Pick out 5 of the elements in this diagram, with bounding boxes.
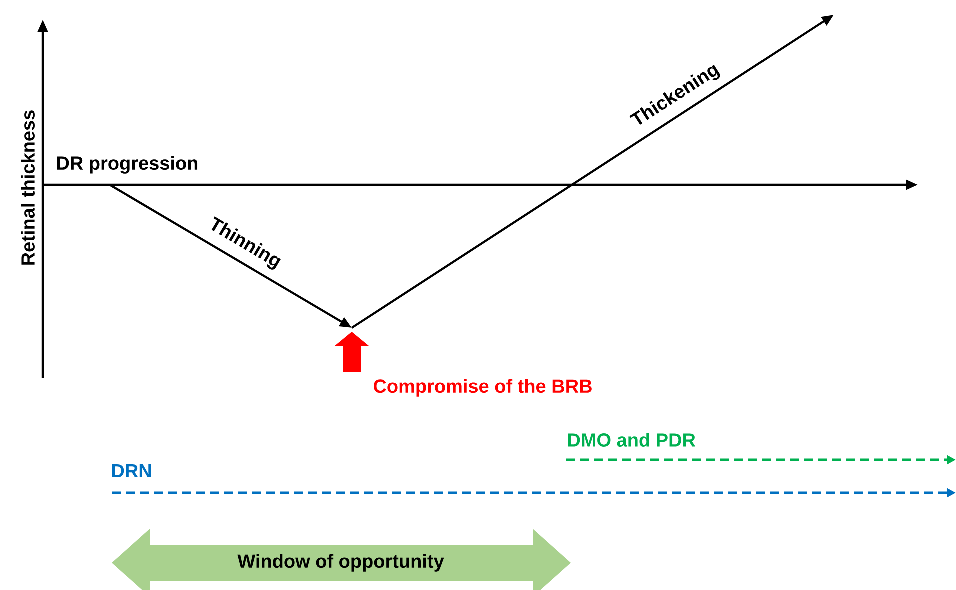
stage-label: DRN	[112, 464, 152, 478]
stage-label: DMO and PDR	[568, 433, 696, 447]
axis-label: Retinal thickness	[21, 110, 35, 265]
annotation: Compromise of the BRB	[374, 379, 592, 397]
axis-label: DR progression	[57, 156, 198, 174]
